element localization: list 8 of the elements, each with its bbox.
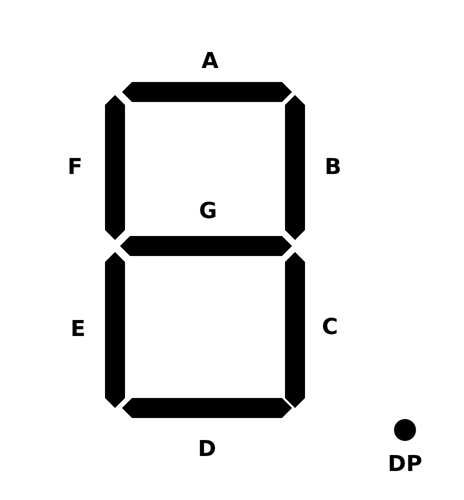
segment-label: G <box>198 201 218 223</box>
segment-label: F <box>67 157 83 179</box>
segment-label: E <box>70 319 86 341</box>
segment-label: C <box>322 317 338 339</box>
segment-label: B <box>324 157 342 179</box>
segment-label: DP <box>388 454 422 476</box>
segment-label: A <box>201 51 219 73</box>
segment-label: D <box>198 439 216 461</box>
